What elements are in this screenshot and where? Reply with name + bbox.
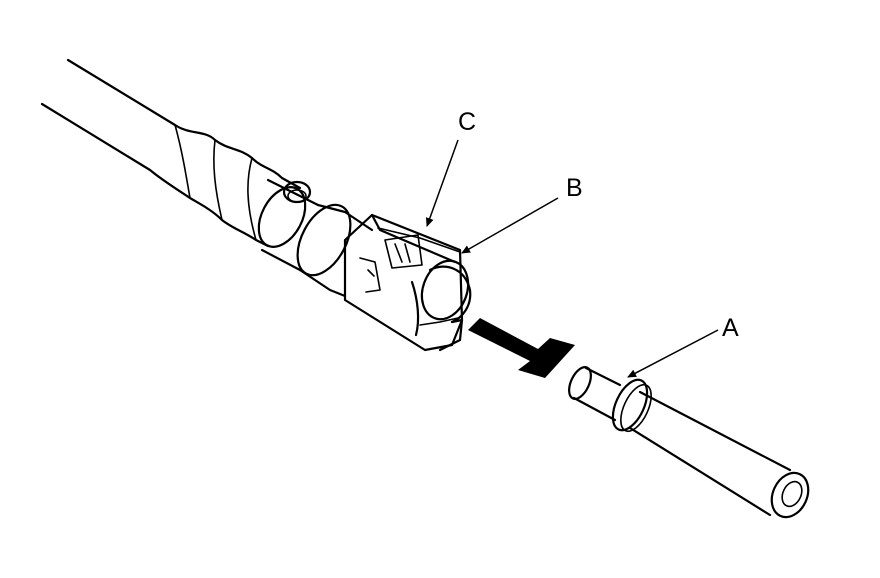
retainer-clip (343, 213, 472, 352)
callout-a: A (722, 314, 739, 342)
leader-line-c (425, 139, 459, 227)
leader-line-a (627, 329, 719, 378)
connector-body (257, 178, 374, 298)
direction-arrow (468, 318, 575, 378)
hose (40, 58, 302, 248)
pipe (568, 366, 810, 519)
callout-c: C (458, 108, 476, 136)
leader-line-b (461, 197, 559, 254)
callout-b: B (566, 174, 583, 202)
